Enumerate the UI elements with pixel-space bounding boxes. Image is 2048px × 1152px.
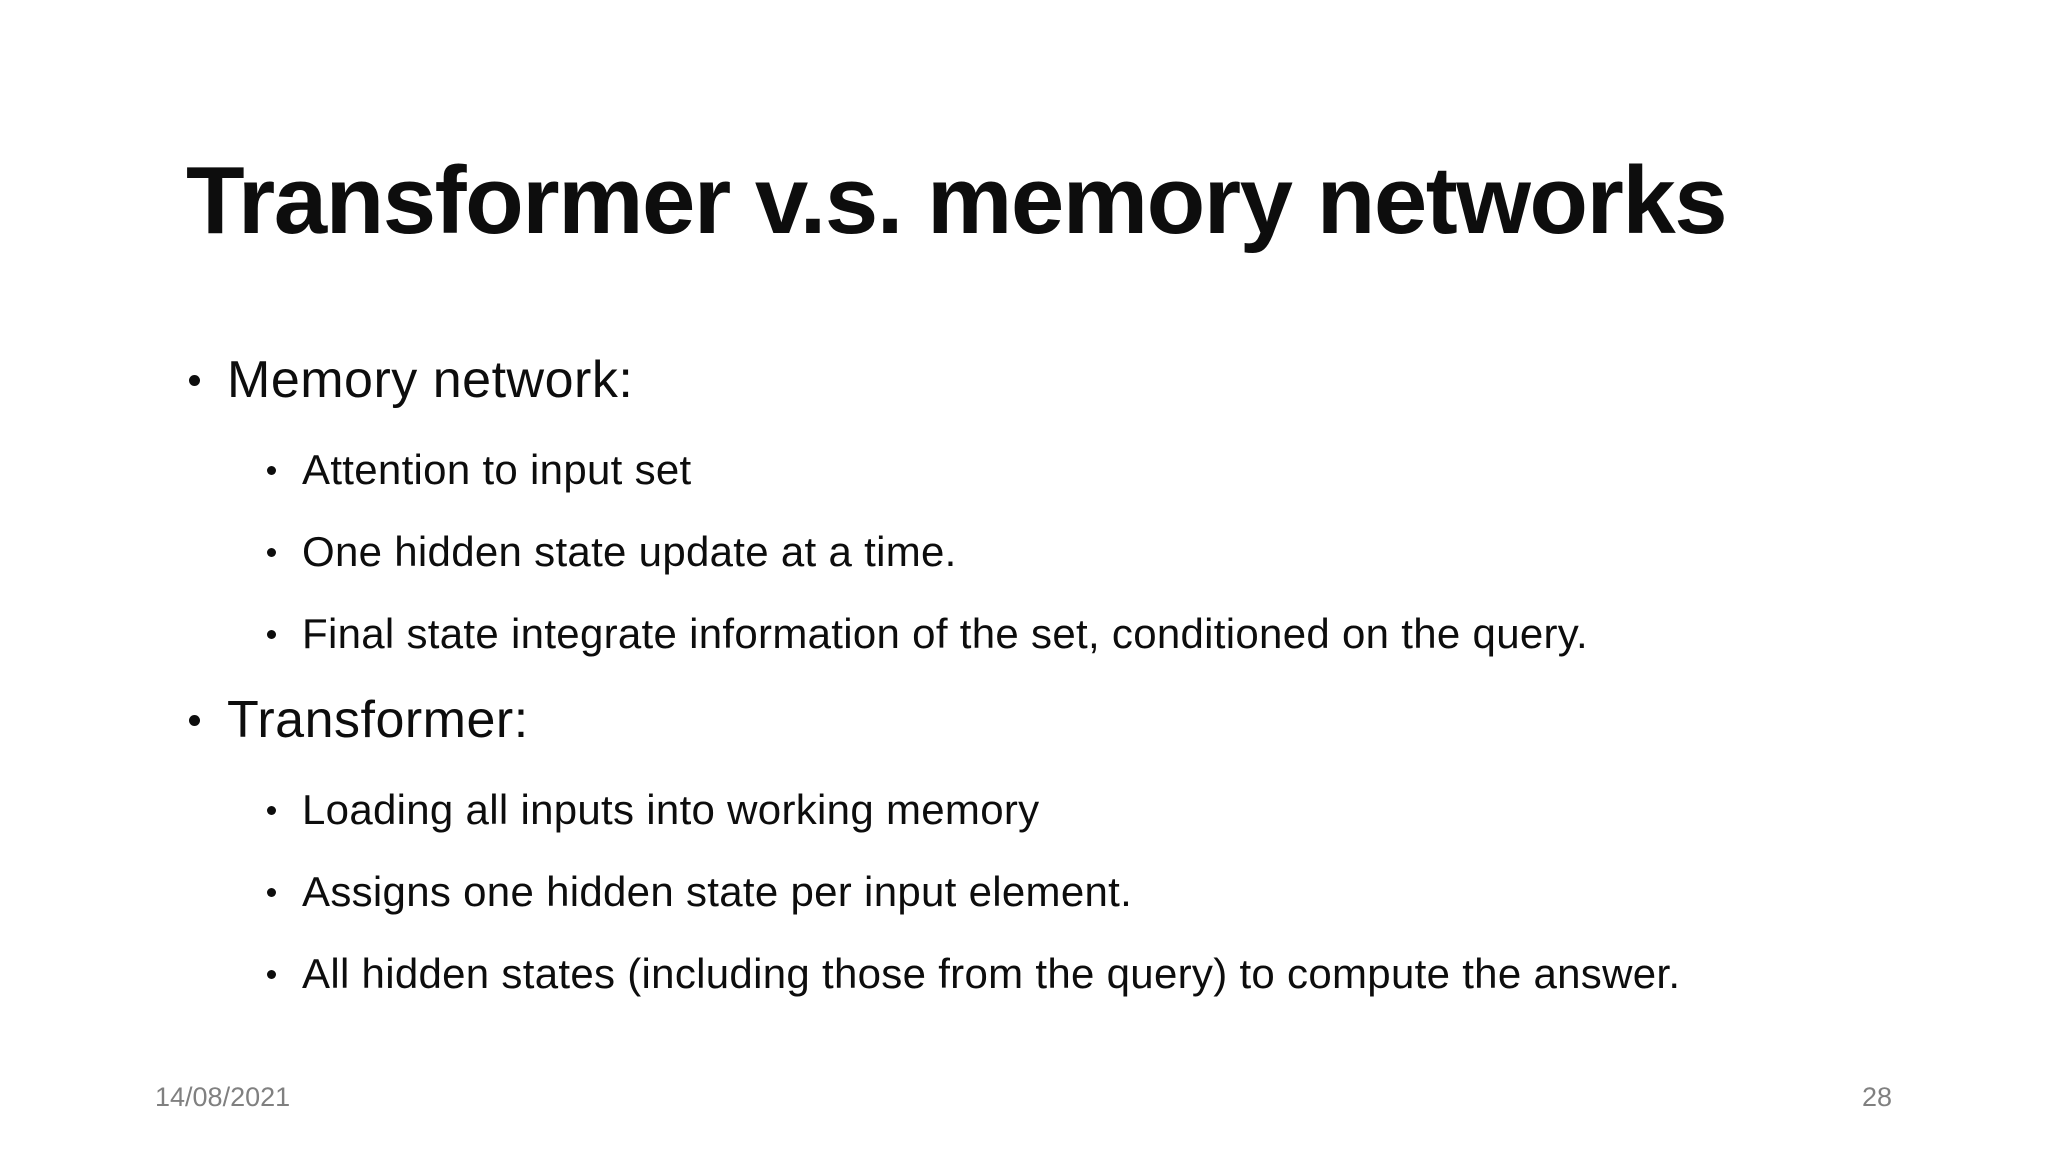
bullet-group-transformer: Transformer: Loading all inputs into wor… <box>189 688 1933 1002</box>
bullet-item-transformer: Transformer: <box>189 688 1933 752</box>
bullet-dot-icon <box>267 805 276 815</box>
bullet-dot-icon <box>267 629 276 639</box>
sub-bullet-item: Assigns one hidden state per input eleme… <box>267 864 1933 920</box>
sub-bullet-label: One hidden state update at a time. <box>302 528 957 575</box>
sub-bullet-item: One hidden state update at a time. <box>267 524 1933 580</box>
sub-bullet-item: Attention to input set <box>267 442 1933 498</box>
sub-bullet-label: All hidden states (including those from … <box>302 950 1681 997</box>
sub-bullet-item: Final state integrate information of the… <box>267 606 1933 662</box>
sub-bullet-list: Loading all inputs into working memory A… <box>267 782 1933 1002</box>
bullet-group-memory-network: Memory network: Attention to input set O… <box>189 348 1933 662</box>
footer-date: 14/08/2021 <box>155 1082 291 1112</box>
bullet-dot-icon <box>189 714 200 726</box>
bullet-dot-icon <box>267 887 276 897</box>
sub-bullet-item: Loading all inputs into working memory <box>267 782 1933 838</box>
sub-bullet-list: Attention to input set One hidden state … <box>267 442 1933 662</box>
sub-bullet-item: All hidden states (including those from … <box>267 946 1933 1002</box>
sub-bullet-label: Loading all inputs into working memory <box>302 786 1040 833</box>
footer-page-number: 28 <box>1861 1082 1892 1112</box>
bullet-dot-icon <box>267 547 276 557</box>
bullet-dot-icon <box>267 465 276 475</box>
bullet-dot-icon <box>189 374 200 386</box>
bullet-dot-icon <box>267 969 276 979</box>
slide-title: Transformer v.s. memory networks <box>186 147 1728 254</box>
bullet-list: Memory network: Attention to input set O… <box>189 348 1933 1028</box>
slide-footer: 14/08/2021 28 <box>155 1080 1892 1114</box>
bullet-label: Memory network: <box>227 351 634 409</box>
sub-bullet-label: Final state integrate information of the… <box>302 610 1588 657</box>
sub-bullet-label: Assigns one hidden state per input eleme… <box>302 868 1133 915</box>
bullet-item-memory-network: Memory network: <box>189 348 1933 412</box>
bullet-label: Transformer: <box>227 691 529 749</box>
sub-bullet-label: Attention to input set <box>302 446 692 493</box>
